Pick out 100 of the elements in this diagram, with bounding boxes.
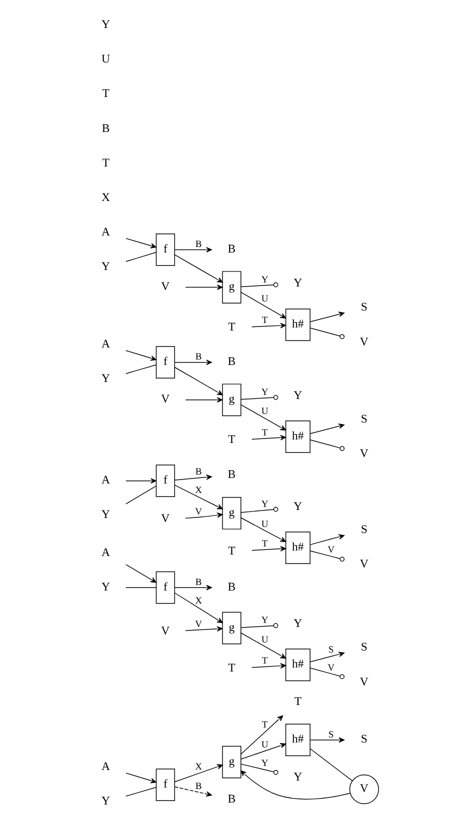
- node-text: B: [228, 792, 236, 806]
- label: T: [102, 87, 110, 100]
- edge-label: V: [328, 544, 335, 556]
- node-text: S: [360, 640, 368, 654]
- node-text: Y: [294, 770, 302, 784]
- arrow: [174, 360, 212, 366]
- node-text: S: [360, 300, 368, 314]
- node-text: V: [161, 392, 170, 406]
- edge-label: T: [262, 428, 268, 439]
- arrow: [240, 292, 286, 318]
- edge-label: U: [261, 740, 268, 751]
- edge-label: B: [195, 576, 202, 588]
- node-box: g: [222, 746, 242, 778]
- node-text: B: [228, 580, 236, 594]
- edge-label: U: [261, 634, 268, 646]
- connector: [240, 394, 278, 400]
- node-box: f: [156, 464, 175, 498]
- node-text: V: [161, 512, 170, 525]
- edge-label: V: [328, 662, 335, 674]
- arrow: [310, 737, 344, 743]
- node-text: V: [360, 675, 368, 688]
- arrow: [126, 478, 156, 484]
- node-text: A: [102, 474, 110, 487]
- node-text: A: [102, 226, 110, 239]
- node-text: T: [294, 695, 302, 708]
- node-text: T: [228, 544, 236, 558]
- edge-label: V: [195, 618, 202, 630]
- node-text: V: [360, 335, 368, 348]
- arrow: [185, 284, 223, 290]
- connector: [240, 282, 278, 288]
- node-box: f: [156, 234, 175, 266]
- connector: [310, 668, 345, 680]
- arrow: [310, 534, 344, 546]
- node-box: g: [222, 497, 242, 530]
- node-box: h#: [285, 648, 310, 682]
- edge-label: Y: [261, 758, 268, 770]
- arrow: [174, 254, 223, 283]
- arrow: [251, 322, 286, 328]
- edge-label: Y: [261, 274, 268, 286]
- edge-label: U: [261, 406, 268, 418]
- node-box: g: [222, 271, 242, 304]
- node-text: S: [360, 522, 368, 536]
- connector: [310, 748, 353, 782]
- node-box: f: [156, 346, 175, 379]
- node-text: S: [360, 412, 368, 426]
- node-text: Y: [102, 580, 110, 594]
- arrow: [240, 404, 286, 430]
- arrow: [185, 626, 223, 632]
- node-box: f: [156, 571, 175, 604]
- label: U: [102, 52, 110, 66]
- connector: [240, 506, 278, 513]
- arrow: [174, 484, 223, 510]
- arrow: [185, 397, 223, 403]
- node-text: B: [228, 355, 236, 368]
- arrow: [126, 238, 156, 248]
- edge-label: T: [262, 656, 268, 667]
- node-box: g: [222, 384, 242, 416]
- edge-label: X: [195, 595, 202, 606]
- node-text: Y: [294, 389, 302, 402]
- label: X: [102, 190, 110, 204]
- connector: [126, 787, 156, 797]
- connector: [240, 764, 278, 775]
- arrow: [240, 715, 284, 755]
- node-box: h#: [285, 724, 310, 756]
- label: Y: [102, 18, 110, 32]
- node-text: A: [102, 760, 110, 773]
- edge-label: B: [195, 466, 202, 478]
- arrow: [310, 424, 344, 434]
- connector: [310, 550, 345, 562]
- edge-label: T: [262, 538, 268, 550]
- node-text: Y: [294, 500, 302, 514]
- node-text: T: [228, 320, 236, 334]
- node-text: V: [360, 447, 368, 460]
- node-box: h#: [285, 308, 310, 341]
- node-text: Y: [102, 508, 110, 522]
- arrow: [185, 512, 223, 519]
- node-text: Y: [102, 372, 110, 386]
- arrow: [310, 312, 344, 322]
- edge-label: T: [262, 314, 268, 326]
- arrow: [240, 742, 286, 760]
- node-box: h#: [285, 420, 310, 453]
- connector: [126, 587, 156, 588]
- arrow: [174, 584, 212, 590]
- node-text: V: [161, 280, 170, 294]
- arrow: [126, 564, 156, 583]
- arrow: [126, 772, 156, 784]
- arrow: [251, 546, 286, 552]
- arrow: [174, 247, 212, 252]
- edge-label: Y: [261, 387, 268, 398]
- connector: [126, 486, 156, 504]
- edge-label: S: [328, 644, 334, 656]
- arrow: [126, 350, 156, 361]
- node-box: h#: [285, 532, 310, 564]
- arrow: [174, 786, 212, 797]
- node-text: T: [228, 661, 236, 674]
- connector: [310, 328, 345, 340]
- arrow: [240, 770, 350, 800]
- arrow: [174, 764, 223, 782]
- arrow: [174, 366, 223, 396]
- node-text: T: [228, 433, 236, 446]
